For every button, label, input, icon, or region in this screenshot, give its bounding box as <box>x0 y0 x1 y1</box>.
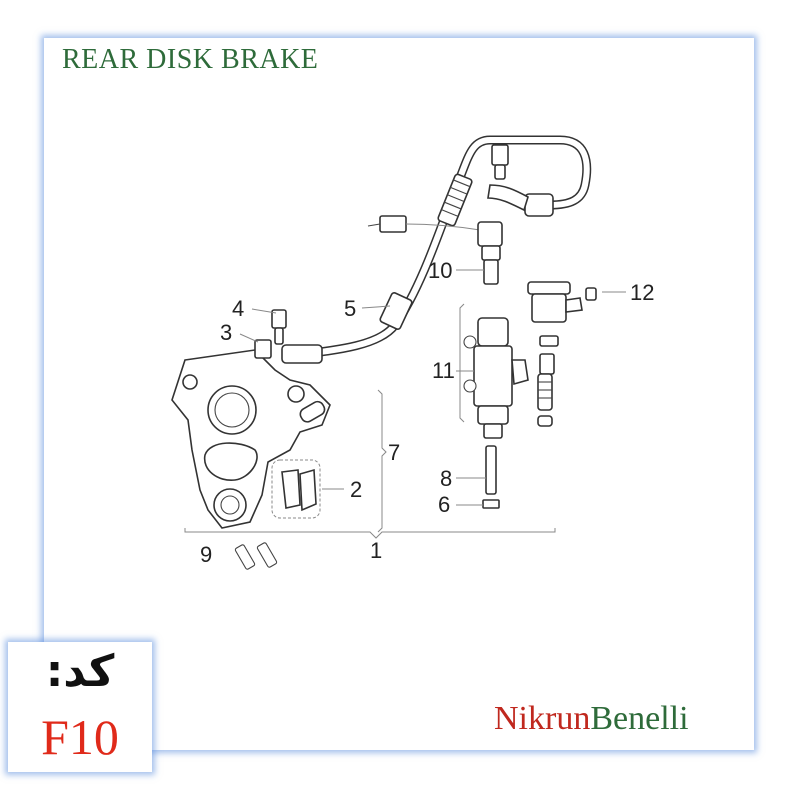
brand-logo: NikrunBenelli <box>494 700 689 738</box>
callout-1: 1 <box>370 538 382 563</box>
push-rod-8-nut-6 <box>482 445 500 509</box>
page-frame <box>44 38 754 750</box>
callout-9: 9 <box>200 542 212 567</box>
callout-5: 5 <box>344 296 356 321</box>
brake-pads-2 <box>271 459 321 519</box>
banjo-bolt-10 <box>481 245 501 285</box>
callout-4: 4 <box>232 296 244 321</box>
brand-part-2: Benelli <box>590 700 689 737</box>
code-value: F10 <box>41 709 119 765</box>
reservoir-12 <box>527 281 597 427</box>
callout-8: 8 <box>440 466 452 491</box>
callout-11: 11 <box>432 358 455 383</box>
brake-hose <box>281 135 592 364</box>
callout-12: 12 <box>630 280 654 305</box>
callout-2: 2 <box>350 477 362 502</box>
hose-top-bolt <box>491 144 509 180</box>
callout-10: 10 <box>428 258 452 283</box>
brake-caliper <box>171 349 331 529</box>
callout-6: 6 <box>438 492 450 517</box>
callout-7: 7 <box>388 440 400 465</box>
brand-part-1: Nikrun <box>494 700 591 737</box>
code-label: کد: <box>45 646 115 697</box>
code-box: کد: F10 <box>8 642 152 772</box>
diagram-title: REAR DISK BRAKE <box>62 44 319 75</box>
brake-switch-connector <box>367 215 503 247</box>
master-cylinder-11 <box>463 317 529 439</box>
bleeder-valve-3-4 <box>254 309 287 359</box>
callout-3: 3 <box>220 320 232 345</box>
mounting-bolts-9 <box>234 542 278 570</box>
